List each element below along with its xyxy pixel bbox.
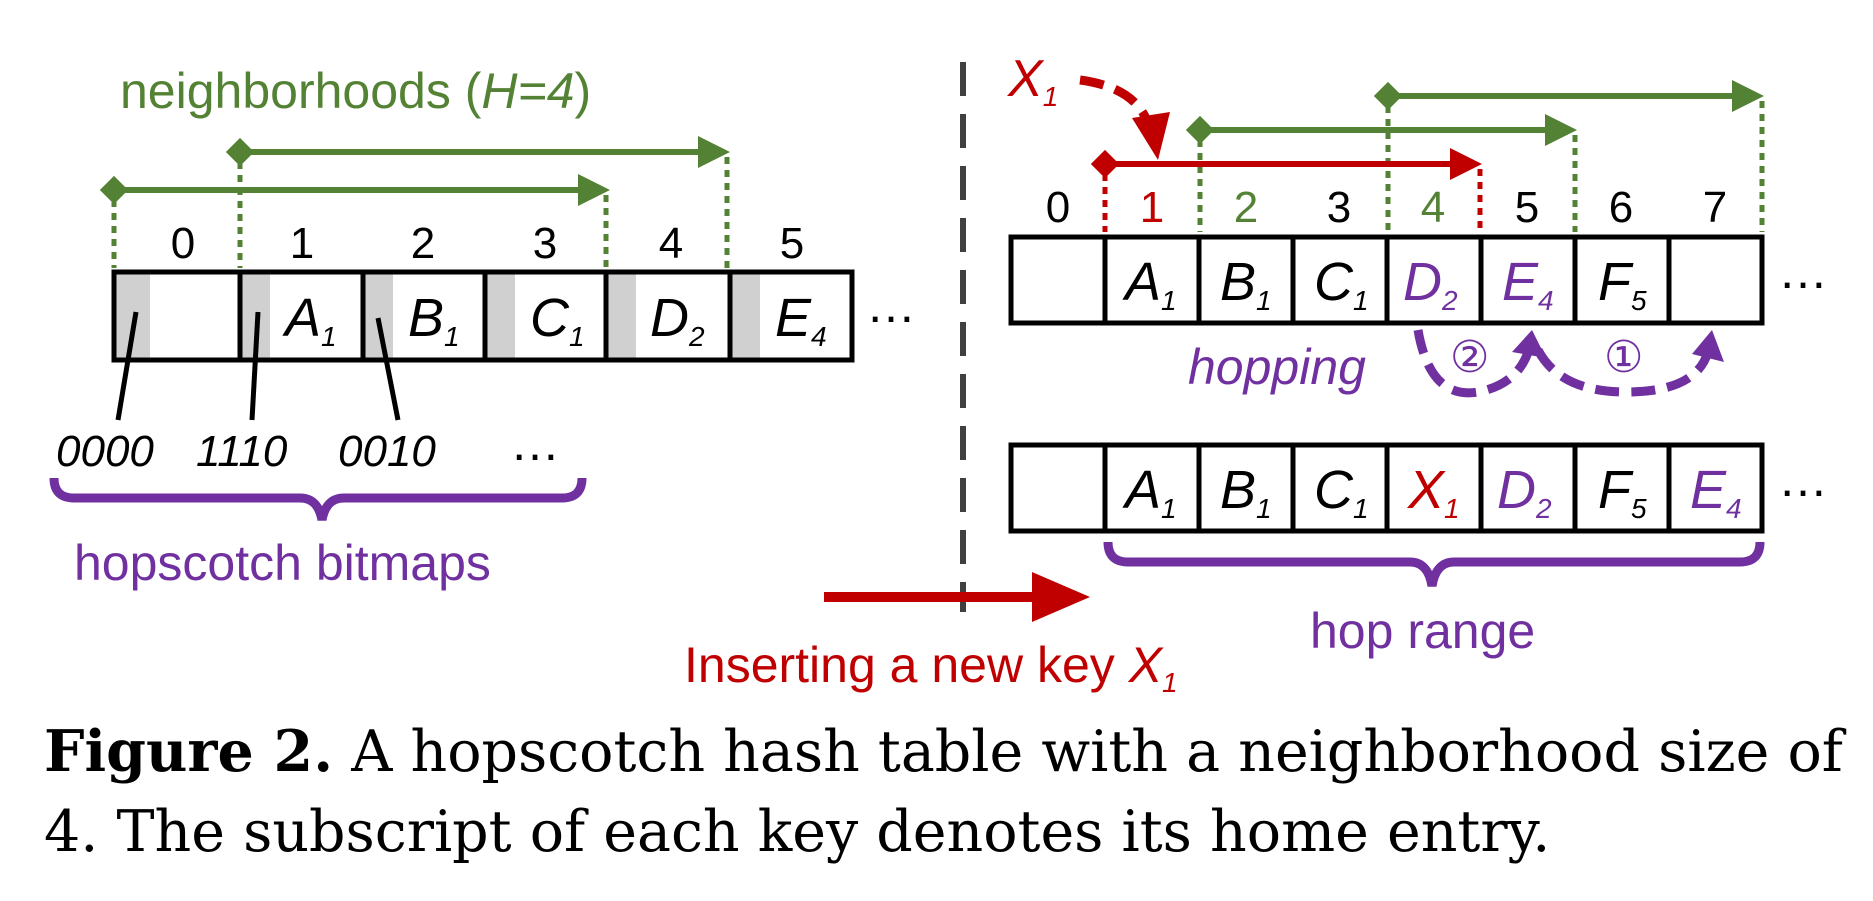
inserting-arrow (824, 572, 1090, 622)
right-neighborhood-arrow-4 (1373, 80, 1765, 232)
bitmaps-label: hopscotch bitmaps (74, 535, 491, 591)
step-2-marker: ② (1450, 333, 1489, 382)
left-key-3: C1 (530, 288, 585, 352)
bitmaps-ellipsis: … (510, 415, 560, 471)
after-key-3: C1 (1314, 460, 1369, 524)
before-key-5: E4 (1502, 252, 1554, 316)
inserting-label: Inserting a new key X1 (684, 637, 1178, 698)
right-index-7: 7 (1703, 183, 1727, 232)
left-ellipsis: … (866, 277, 916, 333)
before-key-4: D2 (1403, 252, 1458, 316)
bitmap-0: 0000 (56, 427, 154, 476)
right-table-after (1008, 442, 1765, 534)
right-index-3: 3 (1327, 183, 1351, 232)
hop-range-label: hop range (1310, 603, 1535, 659)
right-index-1: 1 (1140, 183, 1164, 232)
left-index-2: 2 (411, 219, 435, 268)
before-key-2: B1 (1220, 252, 1272, 316)
after-key-2: B1 (1220, 460, 1272, 524)
left-index-1: 1 (290, 219, 314, 268)
right-index-5: 5 (1515, 183, 1539, 232)
caption-label: Figure 2. (44, 718, 334, 785)
left-key-2: B1 (408, 288, 460, 352)
left-index-3: 3 (533, 219, 557, 268)
bitmap-pointers (115, 311, 401, 421)
right-bottom-ellipsis: … (1778, 451, 1828, 507)
right-index-4: 4 (1421, 183, 1445, 232)
right-index-2: 2 (1234, 183, 1258, 232)
after-key-6: F5 (1598, 460, 1647, 524)
step-1-marker: ① (1604, 333, 1643, 382)
right-index-6: 6 (1609, 183, 1633, 232)
right-neighborhood-arrow-1 (1090, 148, 1483, 232)
hopping-label: hopping (1188, 339, 1366, 395)
after-key-7: E4 (1690, 460, 1742, 524)
before-key-3: C1 (1314, 252, 1369, 316)
bitmap-2: 0010 (338, 427, 436, 476)
neighborhoods-label: neighborhoods (H=4) (120, 63, 591, 119)
left-key-5: E4 (775, 288, 827, 352)
after-key-1: A1 (1122, 460, 1177, 524)
hop-range-brace (1103, 541, 1765, 587)
right-index-0: 0 (1046, 183, 1070, 232)
hop-arrow-2 (1413, 329, 1535, 398)
after-key-5: D2 (1497, 460, 1552, 524)
left-key-4: D2 (650, 288, 705, 352)
bitmaps-brace (49, 477, 587, 521)
before-key-6: F5 (1598, 252, 1647, 316)
right-top-ellipsis: … (1778, 243, 1828, 299)
left-index-5: 5 (780, 219, 804, 268)
figure-caption: Figure 2. A hopscotch hash table with a … (44, 712, 1854, 872)
after-key-4: X1 (1406, 460, 1460, 524)
left-hash-table (111, 269, 855, 363)
right-table-before (1008, 234, 1765, 326)
left-key-1: A1 (282, 288, 337, 352)
bitmap-1: 1110 (196, 427, 288, 476)
left-index-4: 4 (659, 219, 683, 268)
caption-text: A hopscotch hash table with a neighborho… (44, 719, 1843, 865)
x1-label: X1 (1007, 50, 1058, 112)
right-neighborhood-arrow-2 (1185, 114, 1578, 232)
left-index-0: 0 (171, 219, 195, 268)
before-key-1: A1 (1122, 252, 1177, 316)
